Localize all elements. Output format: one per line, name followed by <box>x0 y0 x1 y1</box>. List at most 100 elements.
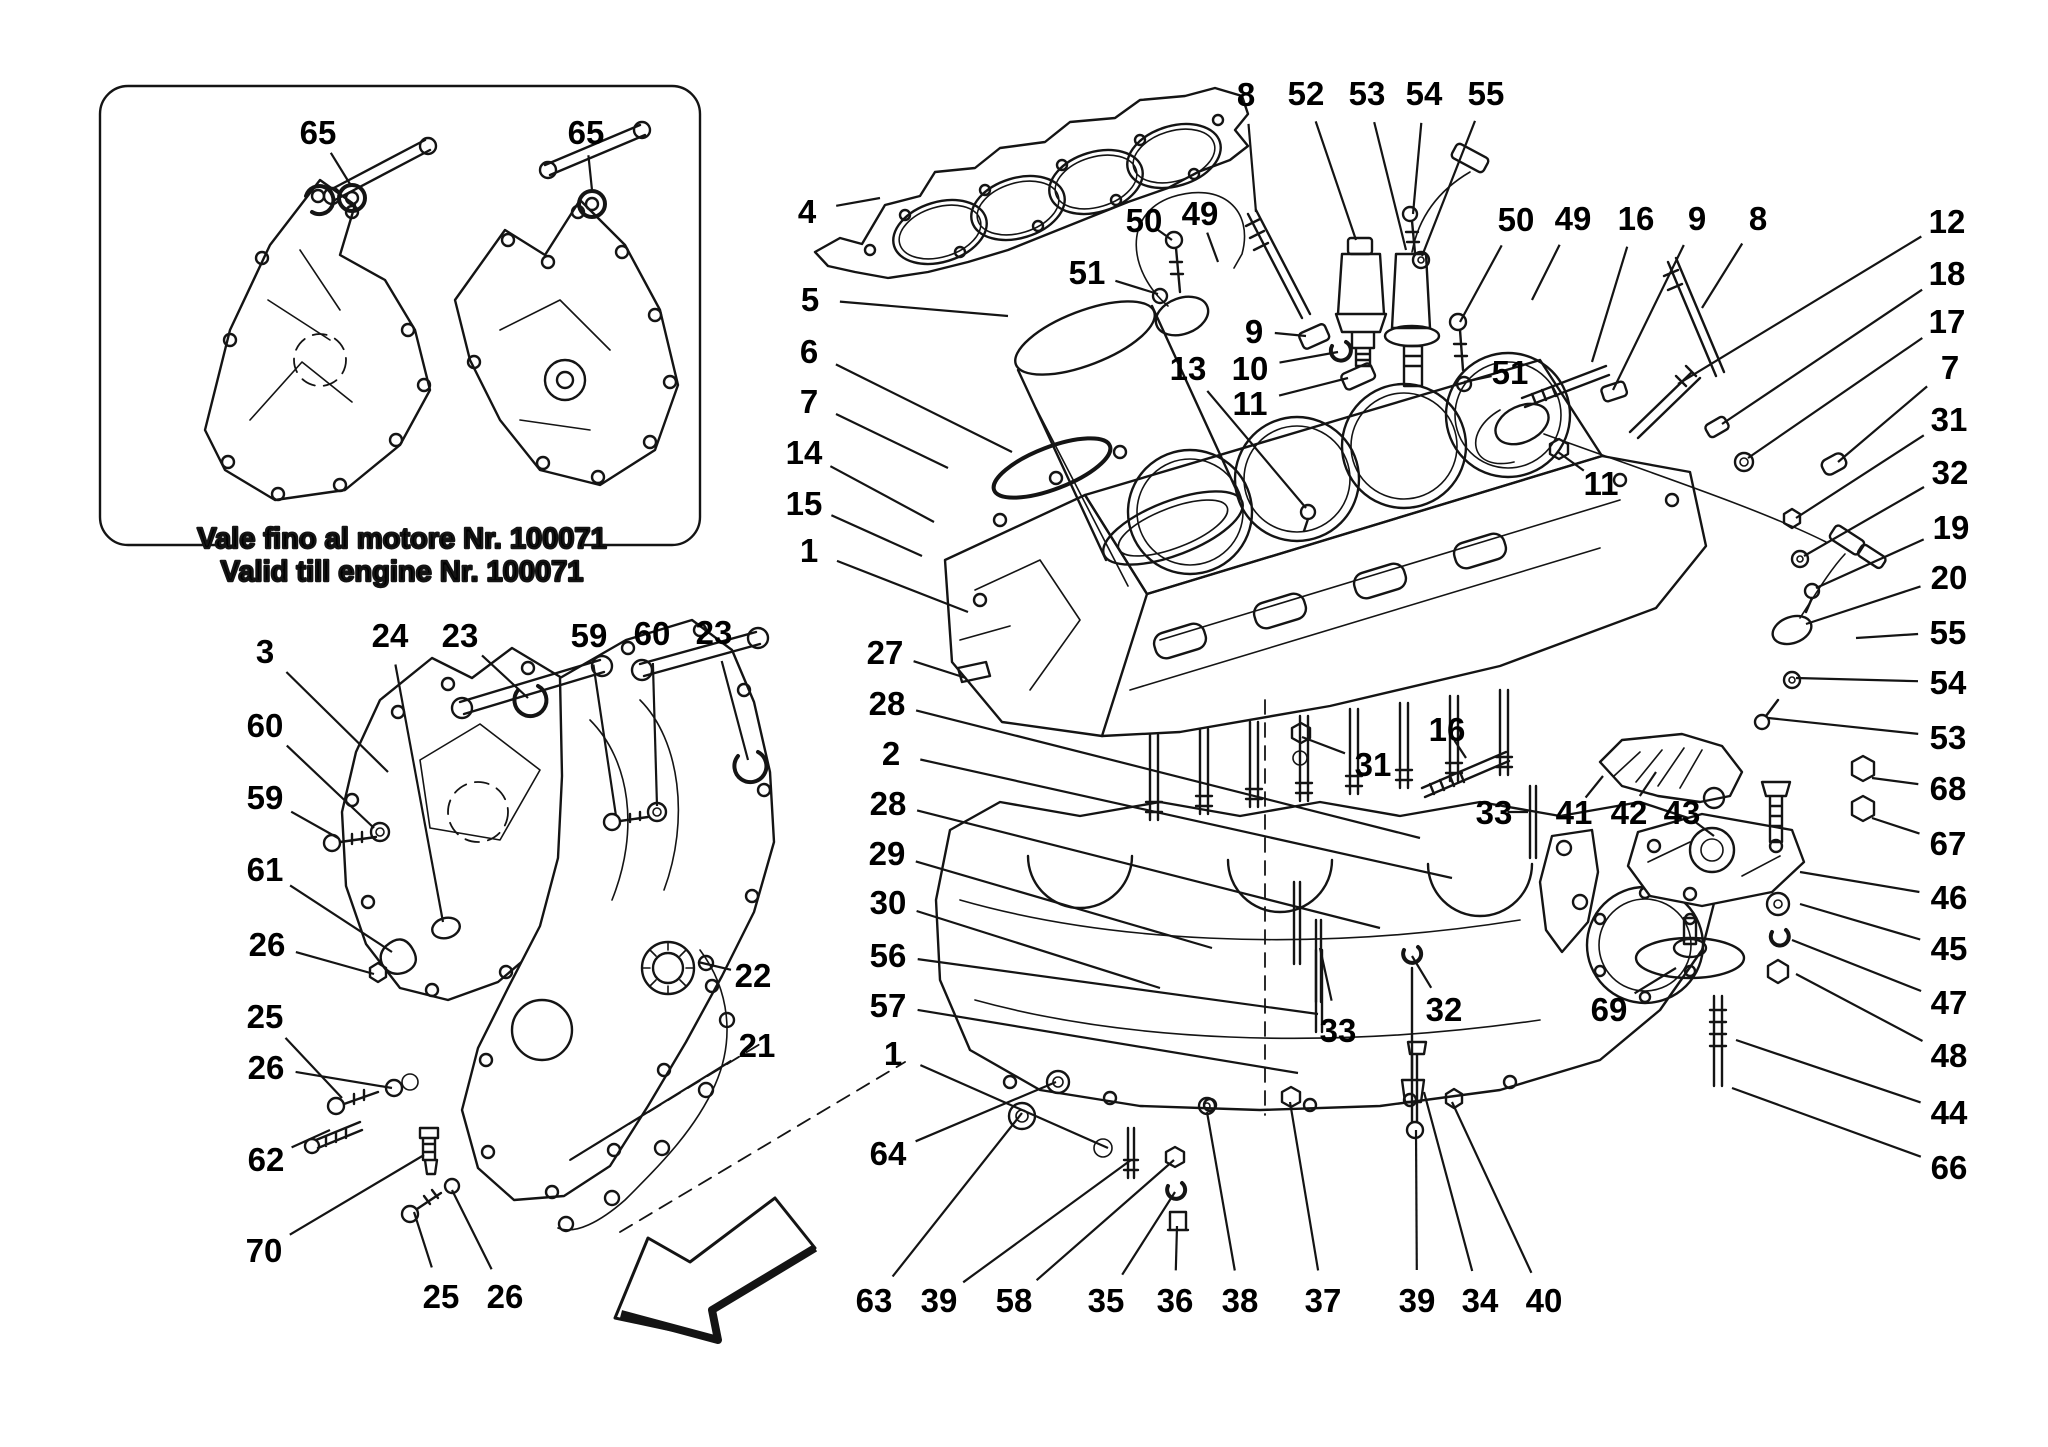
leader-line <box>1803 486 1925 557</box>
callout-7: 7 <box>1941 349 1959 386</box>
callout-59: 59 <box>571 617 608 654</box>
callout-28: 28 <box>869 685 906 722</box>
inset-timing-cover-left-drawing <box>203 178 432 502</box>
callout-37: 37 <box>1305 1282 1342 1319</box>
callout-30: 30 <box>870 884 907 921</box>
leader-line <box>1318 947 1333 1001</box>
callout-24: 24 <box>372 617 409 654</box>
callout-31: 31 <box>1355 746 1392 783</box>
leader-line <box>830 514 923 558</box>
callout-50: 50 <box>1126 202 1163 239</box>
leader-line <box>1721 288 1923 425</box>
oil-pump-bracket-drawing <box>1598 732 1744 810</box>
callout-68: 68 <box>1930 770 1967 807</box>
leader-line <box>569 1059 732 1161</box>
callout-15: 15 <box>786 485 823 522</box>
callout-19: 19 <box>1933 509 1970 546</box>
callout-50: 50 <box>1498 201 1535 238</box>
oil-pump-hardware-drawing <box>1760 754 1876 985</box>
leader-line <box>1205 1111 1236 1271</box>
callout-64: 64 <box>870 1135 907 1172</box>
leader-line <box>1837 385 1928 463</box>
callout-56: 56 <box>870 937 907 974</box>
leader-line <box>920 758 1453 880</box>
callout-57: 57 <box>870 987 907 1024</box>
callout-66: 66 <box>1931 1149 1968 1186</box>
leader-line <box>1422 1091 1474 1272</box>
cylinder-stud-drawing <box>1244 208 1377 533</box>
callout-42: 42 <box>1611 794 1648 831</box>
callout-53: 53 <box>1349 75 1386 112</box>
callout-25: 25 <box>423 1278 460 1315</box>
callout-65: 65 <box>300 114 337 151</box>
leader-line <box>1795 676 1919 683</box>
crankcase-block-drawing <box>943 256 1887 822</box>
callout-36: 36 <box>1157 1282 1194 1319</box>
leader-line <box>915 709 1421 840</box>
direction-arrow-icon <box>613 1196 818 1344</box>
leader-line <box>1278 376 1349 397</box>
leader-line <box>836 196 881 207</box>
callout-21: 21 <box>739 1027 776 1064</box>
leader-line <box>587 155 594 191</box>
callout-49: 49 <box>1555 200 1592 237</box>
leader-line <box>1638 771 1657 797</box>
callout-27: 27 <box>867 634 904 671</box>
callout-9: 9 <box>1245 313 1263 350</box>
leader-line <box>1584 775 1604 799</box>
lower-crankcase-drawing <box>934 699 1724 1116</box>
callout-14: 14 <box>786 434 823 471</box>
leader-line <box>1677 235 1922 385</box>
timing-cover-front-drawing <box>431 618 776 1202</box>
leader-line <box>1795 434 1925 519</box>
leader-line <box>1274 331 1307 338</box>
callout-55: 55 <box>1930 614 1967 651</box>
callout-31: 31 <box>1931 401 1968 438</box>
inset-stay-arm-drawing <box>322 120 652 206</box>
leader-line <box>1279 350 1339 364</box>
callout-60: 60 <box>247 707 284 744</box>
callout-61: 61 <box>247 851 284 888</box>
oil-pump-disc-drawing <box>1634 916 1746 1088</box>
callout-54: 54 <box>1406 75 1443 112</box>
leader-line <box>1414 1129 1418 1271</box>
leader-line <box>285 671 389 773</box>
leader-line <box>1463 374 1492 384</box>
leader-line <box>1747 337 1923 459</box>
inset-border <box>98 84 702 547</box>
callout-13: 13 <box>1170 350 1207 387</box>
leader-line <box>917 958 1319 1016</box>
leader-line <box>891 1112 1023 1278</box>
callout-32: 32 <box>1932 454 1969 491</box>
leader-line <box>1795 973 1924 1042</box>
leader-line <box>592 664 618 817</box>
callout-63: 63 <box>856 1282 893 1319</box>
callout-51: 51 <box>1492 354 1529 391</box>
leader-line <box>394 664 445 923</box>
leader-line <box>1174 1225 1179 1271</box>
callout-26: 26 <box>487 1278 524 1315</box>
callout-26: 26 <box>248 1049 285 1086</box>
leader-line <box>651 662 659 807</box>
callout-62: 62 <box>248 1141 285 1178</box>
callout-46: 46 <box>1931 879 1968 916</box>
leader-line <box>284 1037 343 1099</box>
callout-16: 16 <box>1429 711 1466 748</box>
callout-23: 23 <box>442 617 479 654</box>
callout-9: 9 <box>1688 200 1706 237</box>
seal-ring-icon <box>304 183 607 219</box>
callout-20: 20 <box>1931 559 1968 596</box>
callout-7: 7 <box>800 383 818 420</box>
caption-mask <box>226 512 578 594</box>
leader-line <box>1314 121 1358 241</box>
callout-65: 65 <box>568 114 605 151</box>
callout-48: 48 <box>1931 1037 1968 1074</box>
callout-70: 70 <box>246 1232 283 1269</box>
callout-38: 38 <box>1222 1282 1259 1319</box>
leader-line <box>1815 538 1925 590</box>
callout-53: 53 <box>1930 719 1967 756</box>
leader-line <box>1799 870 1920 894</box>
callout-69: 69 <box>1591 991 1628 1028</box>
leader-line <box>289 1154 425 1236</box>
